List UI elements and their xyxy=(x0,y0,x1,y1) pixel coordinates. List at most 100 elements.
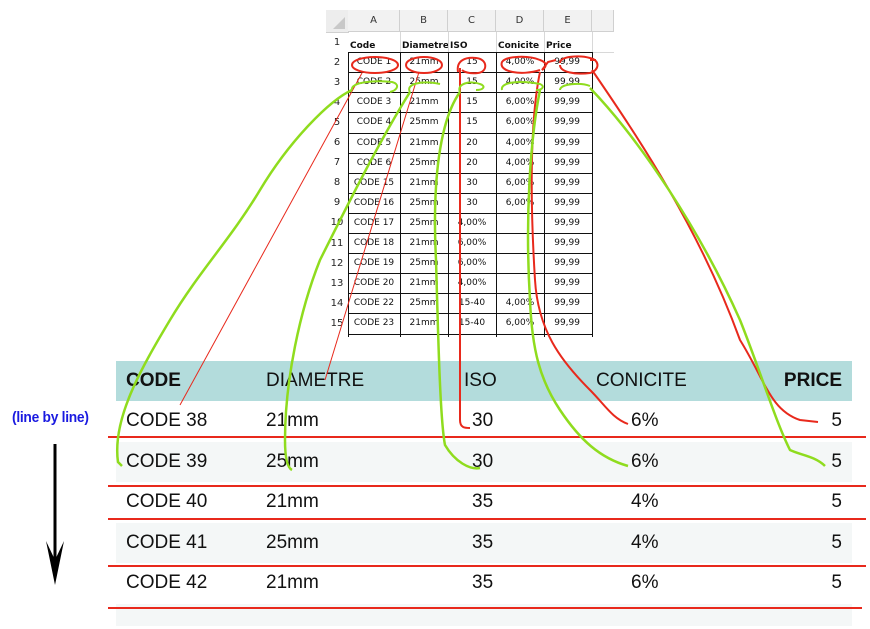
sheet-cell[interactable] xyxy=(496,273,544,293)
sheet-cell[interactable]: CODE 16 xyxy=(353,197,395,208)
sheet-cell[interactable]: 15 xyxy=(466,117,478,128)
sheet-cell[interactable]: 15 xyxy=(466,97,478,108)
sheet-cell[interactable]: 15-40 xyxy=(458,318,486,329)
sheet-cell[interactable]: 25mm xyxy=(409,197,439,208)
row-header-15[interactable]: 15 xyxy=(330,317,344,329)
sheet-cell[interactable]: 6,00% xyxy=(505,177,535,188)
row-header-7[interactable]: 7 xyxy=(333,157,341,169)
sheet-cell[interactable]: 99,99 xyxy=(554,177,580,188)
sheet-cell[interactable]: 4,00% xyxy=(457,217,487,228)
sheet-cell[interactable]: 4,00% xyxy=(505,157,535,168)
column-header-b[interactable]: B xyxy=(400,10,448,32)
row-header-1[interactable]: 1 xyxy=(333,36,341,48)
sheet-cell[interactable]: 21mm xyxy=(409,318,439,329)
sheet-cell[interactable]: 25mm xyxy=(409,117,439,128)
sheet-cell[interactable]: 4,00% xyxy=(505,298,535,309)
row-header-9[interactable]: 9 xyxy=(333,197,341,209)
row-header-3[interactable]: 3 xyxy=(333,76,341,88)
sheet-cell[interactable]: 99,99 xyxy=(554,77,580,88)
sheet-header-cell[interactable]: Code xyxy=(350,41,376,52)
sheet-cell[interactable]: 4,00% xyxy=(505,77,535,88)
sheet-cell[interactable]: CODE 6 xyxy=(356,157,392,168)
sheet-cell[interactable]: CODE 23 xyxy=(353,318,395,329)
sheet-cell[interactable]: CODE 15 xyxy=(353,177,395,188)
sheet-cell[interactable]: CODE 5 xyxy=(356,137,392,148)
sheet-cell[interactable]: 99,99 xyxy=(554,278,580,289)
sheet-cell[interactable]: 99,99 xyxy=(554,117,580,128)
sheet-cell[interactable]: CODE 19 xyxy=(353,258,395,269)
sheet-cell[interactable]: 25mm xyxy=(409,157,439,168)
sheet-cell[interactable]: 6,00% xyxy=(457,238,487,249)
sheet-cell[interactable]: CODE 18 xyxy=(353,238,395,249)
row-header-6[interactable]: 6 xyxy=(333,137,341,149)
sheet-cell[interactable]: 99,99 xyxy=(554,157,580,168)
column-header-e[interactable]: E xyxy=(544,10,592,32)
row-header-4[interactable]: 4 xyxy=(333,96,341,108)
sheet-header-cell[interactable]: Price xyxy=(546,41,572,52)
column-header-d[interactable]: D xyxy=(496,10,544,32)
sheet-cell[interactable]: 20 xyxy=(466,137,478,148)
sheet-cell[interactable]: 21mm xyxy=(409,238,439,249)
sheet-cell[interactable]: 99,99 xyxy=(554,217,580,228)
row-header-10[interactable]: 10 xyxy=(330,217,344,229)
sheet-cell[interactable]: CODE 2 xyxy=(356,77,392,88)
sheet-cell[interactable]: CODE 4 xyxy=(356,117,392,128)
sheet-cell[interactable]: 21mm xyxy=(409,97,439,108)
sheet-cell[interactable]: 25mm xyxy=(409,258,439,269)
row-header-13[interactable]: 13 xyxy=(330,277,344,289)
sheet-cell[interactable]: 6,00% xyxy=(505,117,535,128)
sheet-header-cell[interactable]: ISO xyxy=(450,41,468,52)
sheet-cell[interactable]: CODE 22 xyxy=(353,298,395,309)
sheet-cell[interactable]: 99,99 xyxy=(554,197,580,208)
sheet-cell[interactable]: 4,00% xyxy=(457,278,487,289)
sheet-cell[interactable]: 15 xyxy=(466,57,478,68)
sheet-cell[interactable]: CODE 20 xyxy=(353,278,395,289)
cell-conicite: 6% xyxy=(631,410,659,432)
row-header-11[interactable]: 11 xyxy=(330,237,344,249)
column-header-extra[interactable] xyxy=(592,10,614,32)
sheet-cell[interactable]: 99,99 xyxy=(554,137,580,148)
sheet-cell[interactable] xyxy=(496,213,544,233)
cell-price: 5 xyxy=(831,531,842,553)
row-header-8[interactable]: 8 xyxy=(333,177,341,189)
sheet-cell[interactable]: 21mm xyxy=(409,137,439,148)
sheet-cell[interactable]: 99,99 xyxy=(554,97,580,108)
sheet-cell[interactable]: 21mm xyxy=(409,278,439,289)
sheet-cell[interactable]: 25mm xyxy=(409,217,439,228)
sheet-cell[interactable]: 21mm xyxy=(409,177,439,188)
sheet-cell[interactable]: 25mm xyxy=(409,298,439,309)
target-table: CODE DIAMETRE ISO CONICITE PRICE CODE 38… xyxy=(116,361,852,626)
sheet-cell[interactable]: CODE 3 xyxy=(356,97,392,108)
sheet-cell[interactable]: 6,00% xyxy=(505,318,535,329)
sheet-cell[interactable]: 99,99 xyxy=(554,258,580,269)
sheet-header-cell[interactable]: Conicite xyxy=(498,41,540,52)
sheet-cell[interactable]: 30 xyxy=(466,197,478,208)
sheet-cell[interactable]: 99,99 xyxy=(554,298,580,309)
row-header-14[interactable]: 14 xyxy=(330,297,344,309)
column-header-c[interactable]: C xyxy=(448,10,496,32)
sheet-header-cell[interactable]: Diametre xyxy=(402,41,449,52)
row-header-12[interactable]: 12 xyxy=(330,257,344,269)
sheet-cell[interactable]: 99,99 xyxy=(554,238,580,249)
sheet-cell[interactable]: 21mm xyxy=(409,57,439,68)
sheet-cell[interactable]: CODE 17 xyxy=(353,217,395,228)
sheet-cell[interactable]: 15 xyxy=(466,77,478,88)
sheet-cell[interactable]: CODE 1 xyxy=(356,57,392,68)
row-header-5[interactable]: 5 xyxy=(333,116,341,128)
column-header-a[interactable]: A xyxy=(348,10,400,32)
sheet-cell[interactable]: 25mm xyxy=(409,77,439,88)
sheet-cell[interactable]: 15-40 xyxy=(458,298,486,309)
sheet-cell[interactable]: 6,00% xyxy=(505,197,535,208)
sheet-cell[interactable]: 20 xyxy=(466,157,478,168)
sheet-cell[interactable]: 99,99 xyxy=(554,318,580,329)
sheet-cell[interactable]: 4,00% xyxy=(505,57,535,68)
row-header-2[interactable]: 2 xyxy=(333,56,341,68)
sheet-cell[interactable]: 30 xyxy=(466,177,478,188)
sheet-cell[interactable]: 99,99 xyxy=(554,57,580,68)
sheet-cell[interactable]: 6,00% xyxy=(457,258,487,269)
select-all-corner[interactable] xyxy=(326,10,349,33)
sheet-cell[interactable] xyxy=(496,253,544,273)
sheet-cell[interactable]: 6,00% xyxy=(505,97,535,108)
sheet-cell[interactable]: 4,00% xyxy=(505,137,535,148)
sheet-cell[interactable] xyxy=(496,233,544,253)
